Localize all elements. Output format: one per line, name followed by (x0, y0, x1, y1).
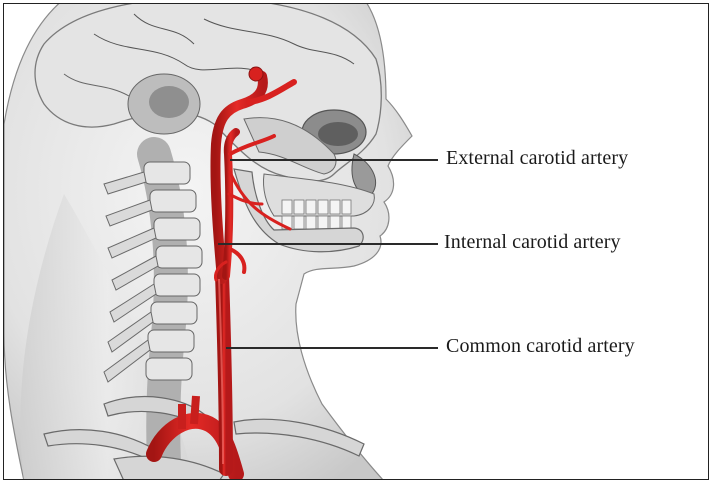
internal-carotid-label: Internal carotid artery (444, 231, 621, 253)
head-neck-illustration (4, 4, 413, 479)
external-carotid-label: External carotid artery (446, 147, 629, 169)
figure-frame: External carotid artery Internal carotid… (3, 3, 709, 480)
common-carotid-leader-line (226, 347, 438, 349)
external-carotid-leader-line (230, 159, 438, 161)
skull-icon (34, 4, 382, 253)
carotid-arteries-icon (146, 66, 297, 479)
cervical-spine-icon (103, 137, 203, 479)
common-carotid-label: Common carotid artery (446, 335, 635, 357)
clavicle-icon (43, 395, 365, 479)
internal-carotid-leader-line (218, 243, 438, 245)
